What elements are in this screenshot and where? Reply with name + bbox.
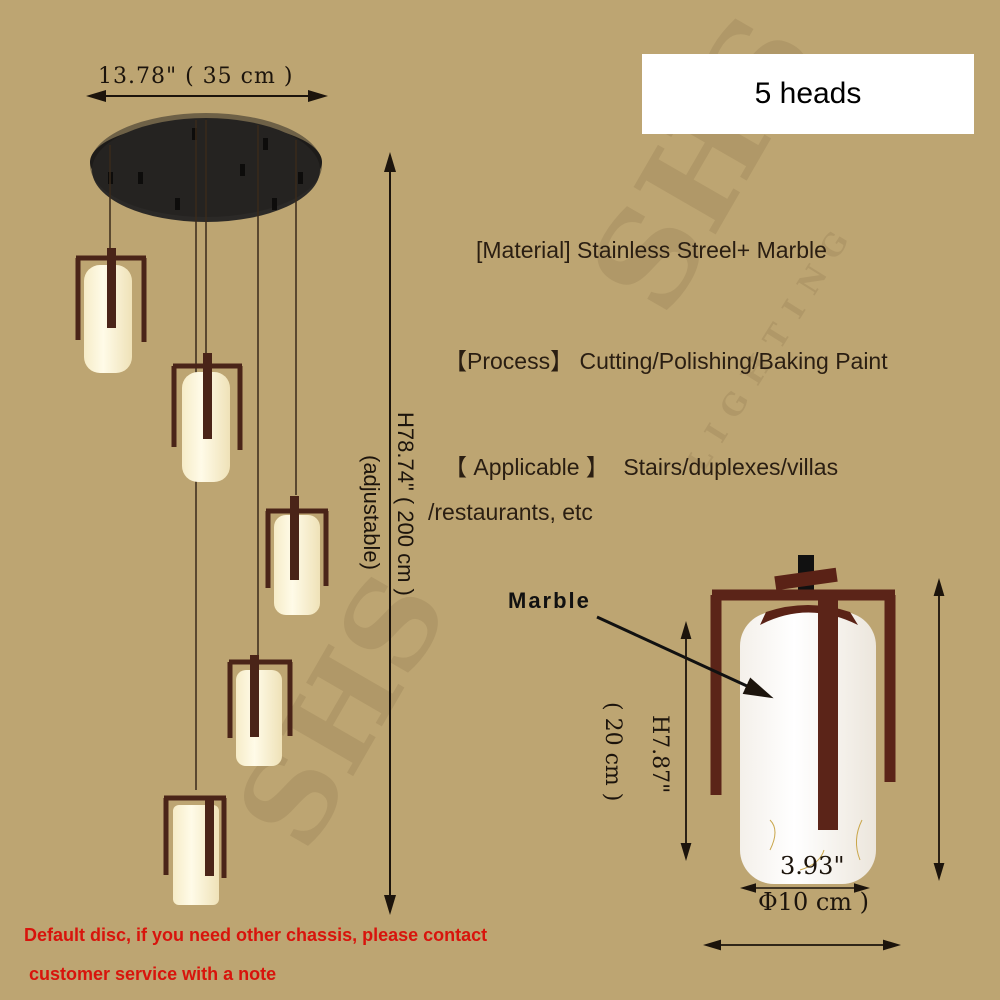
process-spec: 【Process】 Cutting/Polishing/Baking Paint bbox=[444, 342, 888, 376]
shade-height-inch-label: H7.87" bbox=[647, 715, 672, 794]
notice-line-1: Default disc, if you need other chassis,… bbox=[24, 925, 488, 945]
notice-line-2: customer service with a note bbox=[29, 964, 277, 984]
canopy-width-label: 13.78" ( 35 cm ) bbox=[98, 64, 294, 89]
material-spec: [Material] Stainless Streel+ Marble bbox=[476, 237, 827, 263]
pendant-2 bbox=[171, 353, 243, 482]
adjustable-label: (adjustable) bbox=[359, 455, 384, 570]
shade-height-cm-label: ( 20 cm ) bbox=[600, 702, 625, 802]
applicable-value-continued: /restaurants, etc bbox=[428, 499, 593, 525]
applicable-value: Stairs/duplexes/villas bbox=[623, 454, 839, 480]
pendant-4 bbox=[227, 655, 293, 766]
process-label: 【Process】 bbox=[444, 348, 574, 374]
pendant-1 bbox=[75, 248, 147, 373]
pendant-3 bbox=[265, 496, 329, 615]
shade-diameter-cm-label: Φ10 cm ) bbox=[758, 888, 870, 916]
shade-diameter-inch-label: 3.93" bbox=[780, 852, 845, 880]
pendant-5 bbox=[163, 795, 227, 905]
marble-callout-arrow bbox=[596, 615, 774, 699]
applicable-label: 【 Applicable 】 bbox=[444, 454, 609, 480]
applicable-spec: 【 Applicable 】 Stairs/duplexes/villas bbox=[444, 448, 838, 482]
total-height-label: H78.74" ( 200 cm ) bbox=[393, 412, 418, 596]
marble-callout-label: Marble bbox=[508, 588, 591, 613]
heads-badge: 5 heads bbox=[642, 54, 974, 134]
heads-badge-label: 5 heads bbox=[754, 77, 862, 110]
detail-lamp bbox=[710, 555, 896, 884]
process-value: Cutting/Polishing/Baking Paint bbox=[579, 348, 888, 374]
